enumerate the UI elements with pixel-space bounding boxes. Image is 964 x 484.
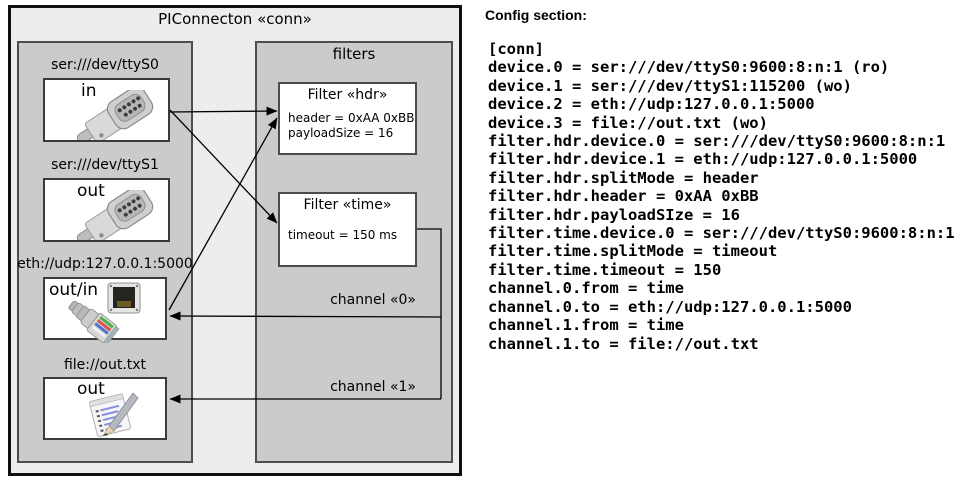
filter-time-title: Filter «time»	[303, 197, 392, 213]
device-label-eth: eth://udp:127.0.0.1:5000	[17, 256, 193, 272]
notepad-icon	[89, 392, 139, 437]
serial-connector-icon	[76, 190, 154, 240]
connector-title: PIConnecton «conn»	[158, 10, 312, 28]
config-heading: Config section:	[485, 7, 587, 23]
device-box-eth: out/in	[43, 277, 167, 343]
filter-time-props: timeout = 150 ms	[288, 228, 398, 242]
device-role-label: out/in	[49, 280, 99, 300]
device-box-file: out	[43, 377, 167, 440]
config-text: [conn] device.0 = ser:///dev/ttyS0:9600:…	[488, 40, 955, 353]
serial-connector-icon	[76, 90, 154, 140]
channel-1-label: channel «1»	[330, 379, 416, 395]
filter-time-box: Filter «time» timeout = 150 ms	[278, 192, 417, 267]
ethernet-jack-icon	[107, 282, 141, 314]
device-role-label: out	[77, 379, 105, 399]
device-label-file: file://out.txt	[63, 357, 147, 373]
device-box-ttys1: out	[43, 178, 170, 242]
device-role-label: out	[77, 181, 105, 201]
channel-0-label: channel «0»	[330, 292, 416, 308]
device-role-label: in	[81, 81, 97, 101]
device-label-ttys0: ser:///dev/ttyS0	[51, 57, 159, 73]
device-box-ttys0: in	[43, 78, 170, 142]
filter-hdr-props: header = 0xAA 0xBB payloadSize = 16	[288, 111, 415, 140]
device-label-ttys1: ser:///dev/ttyS1	[51, 157, 159, 173]
filters-panel-title: filters	[332, 45, 376, 63]
ethernet-cable-icon	[68, 301, 120, 343]
filter-hdr-title: Filter «hdr»	[307, 87, 388, 103]
filter-hdr-box: Filter «hdr» header = 0xAA 0xBB payloadS…	[278, 82, 417, 155]
